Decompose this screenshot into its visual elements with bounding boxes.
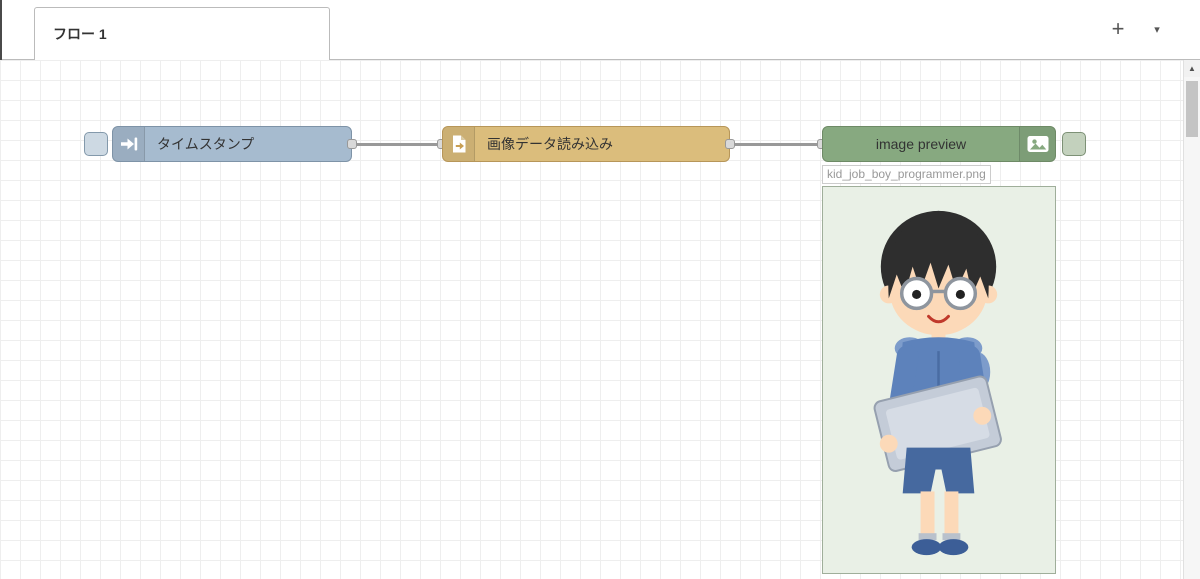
workspace-header: フロー 1 + ▾ [0,0,1200,60]
preview-filename: kid_job_boy_programmer.png [822,165,991,184]
scrollbar-thumb[interactable] [1186,81,1198,137]
preview-toggle-button[interactable] [1062,132,1086,156]
inject-node-button[interactable] [84,132,108,156]
flow-tab[interactable]: フロー 1 [34,7,330,60]
inject-node-label: タイムスタンプ [157,136,255,152]
inject-output-port[interactable] [347,139,357,149]
file-in-icon [443,127,475,161]
preview-image-frame [822,186,1056,574]
wire-file-to-preview[interactable] [730,143,822,146]
plus-icon: + [1111,16,1125,41]
scroll-up-arrow-icon[interactable]: ▲ [1184,60,1200,77]
vertical-scrollbar[interactable]: ▲ [1183,60,1200,579]
flow-list-dropdown-button[interactable]: ▾ [1146,22,1168,40]
add-flow-button[interactable]: + [1104,16,1132,44]
boy-programmer-illustration [823,187,1055,573]
chevron-down-icon: ▾ [1154,24,1160,36]
preview-node-label: image preview [875,136,967,152]
palette-edge [0,0,2,60]
flow-tab-label: フロー 1 [53,26,107,42]
inject-arrow-icon [113,127,145,161]
image-icon [1019,127,1055,161]
node-file-in[interactable]: 画像データ読み込み [442,126,730,162]
file-node-label: 画像データ読み込み [487,136,613,152]
flow-canvas[interactable]: タイムスタンプ 画像データ読み込み image preview kid_job_… [0,60,1183,579]
node-image-preview[interactable]: image preview [822,126,1056,162]
wire-inject-to-file[interactable] [352,143,442,146]
node-inject[interactable]: タイムスタンプ [112,126,352,162]
file-output-port[interactable] [725,139,735,149]
